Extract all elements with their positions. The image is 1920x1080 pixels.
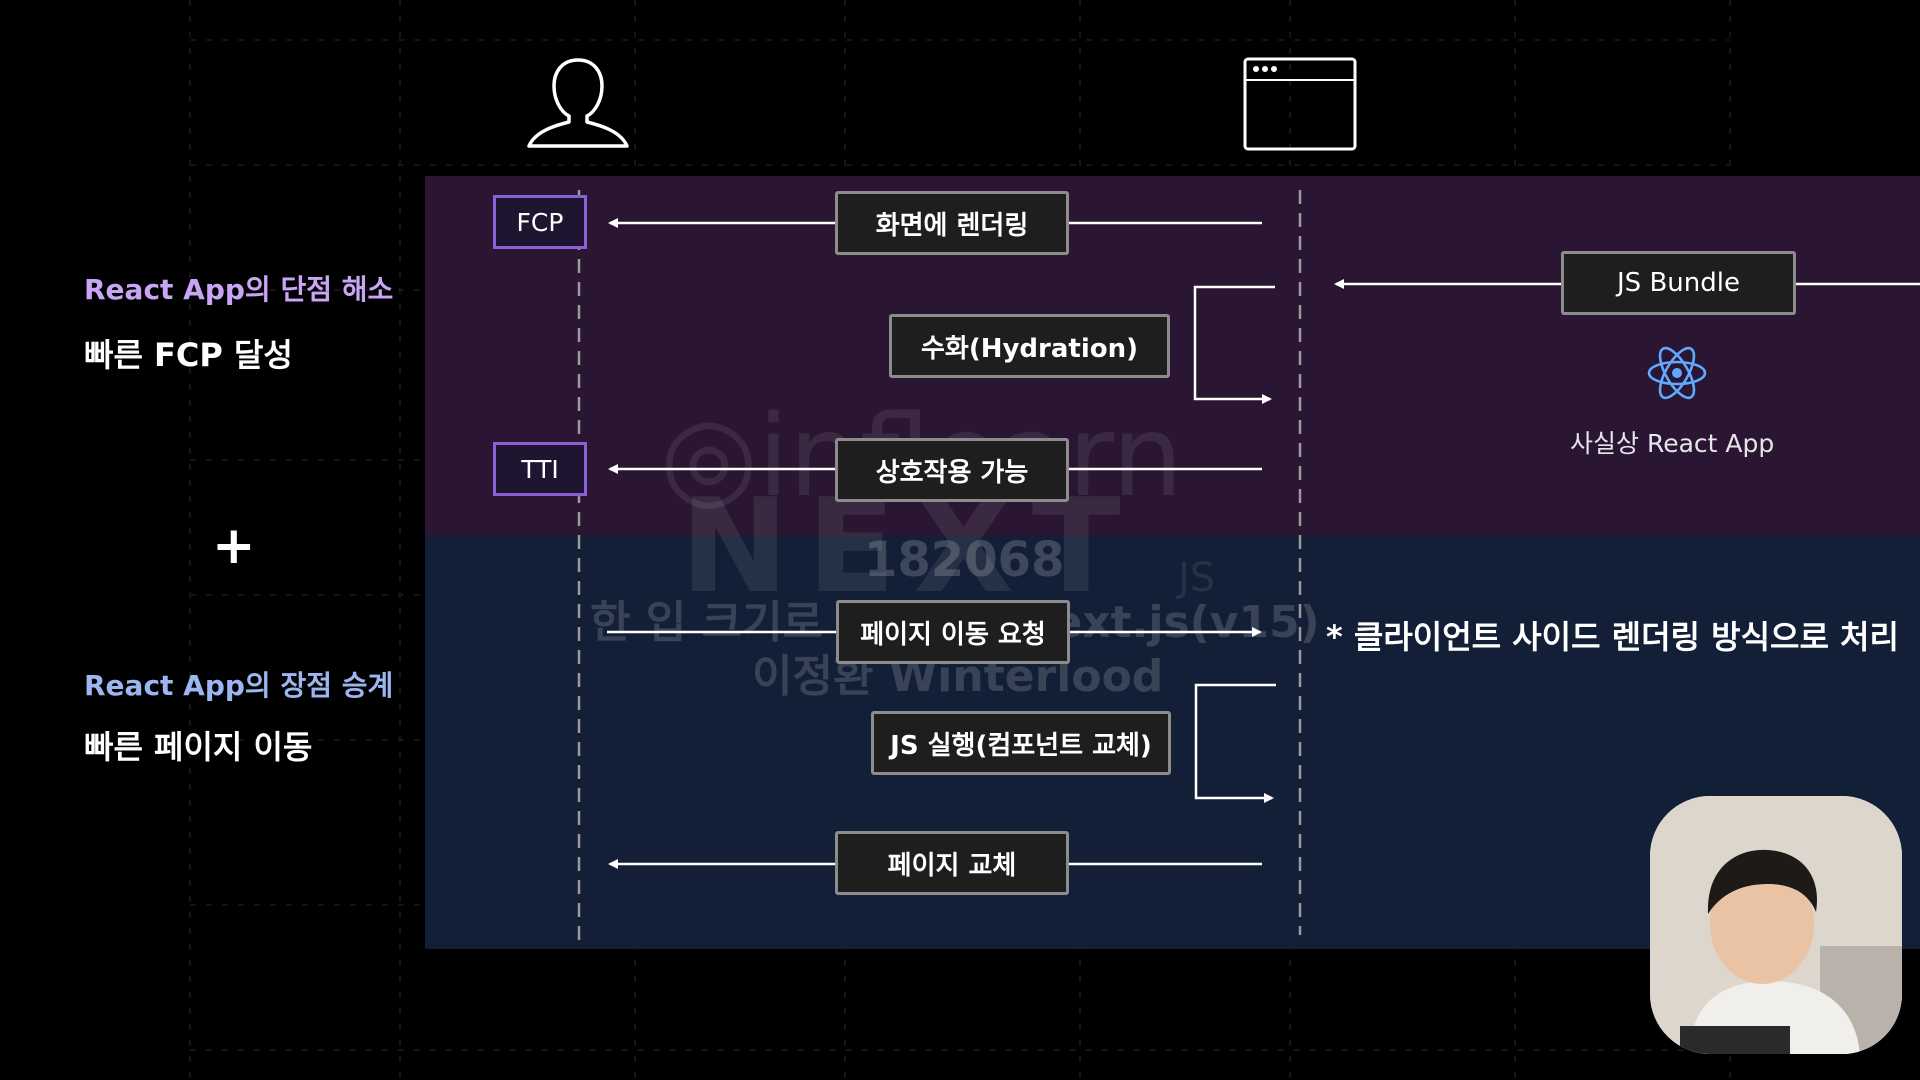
js-exec-loop (1194, 683, 1276, 803)
watermark-course-mark-suffix: JS (1178, 555, 1216, 601)
page-replace-message: 페이지 교체 (835, 831, 1069, 895)
render-message: 화면에 렌더링 (835, 191, 1069, 255)
csr-note: * 클라이언트 사이드 렌더링 방식으로 처리 (1326, 618, 1899, 656)
person-icon (527, 58, 629, 148)
fcp-tag: FCP (493, 195, 587, 249)
plus-sign: + (212, 516, 256, 576)
presenter-video (1650, 796, 1902, 1054)
hydration-message: 수화(Hydration) (889, 314, 1170, 378)
js-exec-message: JS 실행(컴포넌트 교체) (871, 711, 1171, 775)
section1-subtitle: 빠른 FCP 달성 (84, 336, 293, 374)
page-nav-message: 페이지 이동 요청 (836, 600, 1070, 664)
hydration-loop (1193, 285, 1275, 404)
presenter-webcam (1650, 796, 1902, 1054)
tti-tag: TTI (493, 442, 587, 496)
react-app-label: 사실상 React App (1570, 429, 1775, 458)
section2-subtitle: 빠른 페이지 이동 (84, 728, 313, 766)
react-atom-icon (1647, 346, 1707, 400)
section1-title: React App의 단점 해소 (84, 273, 394, 306)
watermark-id: 182068 (864, 532, 1065, 588)
js-bundle-message: JS Bundle (1561, 251, 1796, 315)
server-phase-band (425, 176, 1920, 536)
browser-window-icon (1243, 57, 1357, 151)
section2-title: React App의 장점 승계 (84, 669, 394, 702)
interactive-message: 상호작용 가능 (835, 438, 1069, 502)
